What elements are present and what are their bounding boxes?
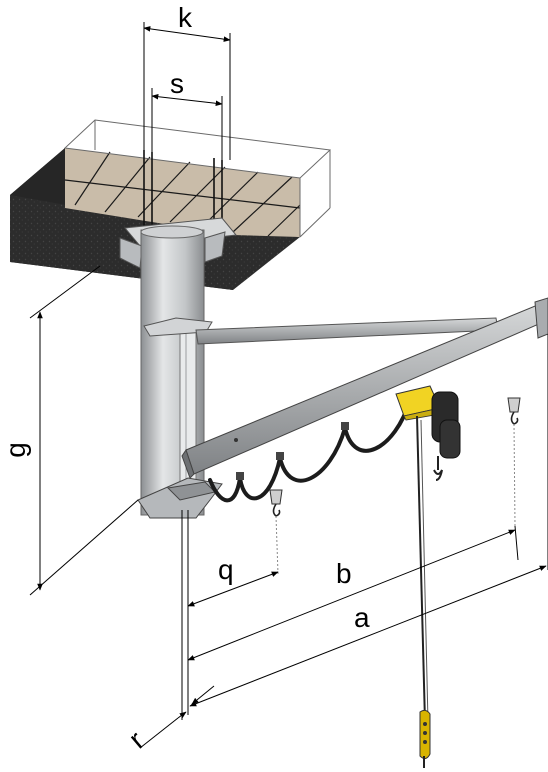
dimension-label-k: k [178, 2, 192, 33]
chain-hoist [395, 385, 461, 481]
hook-position-inner [269, 489, 283, 575]
control-pendant [419, 709, 431, 768]
dimension-label-b: b [336, 558, 352, 589]
ceiling-slab [65, 148, 300, 237]
jib-beam [181, 297, 548, 479]
dimension-label-g: g [0, 442, 31, 458]
dimension-label-s: s [170, 68, 184, 99]
dimension-lines [29, 22, 548, 749]
beam-end-plate [534, 297, 548, 339]
dimension-label-q: q [218, 554, 234, 585]
dimension-label-a: a [354, 602, 370, 633]
hook-position-outer [507, 397, 521, 527]
